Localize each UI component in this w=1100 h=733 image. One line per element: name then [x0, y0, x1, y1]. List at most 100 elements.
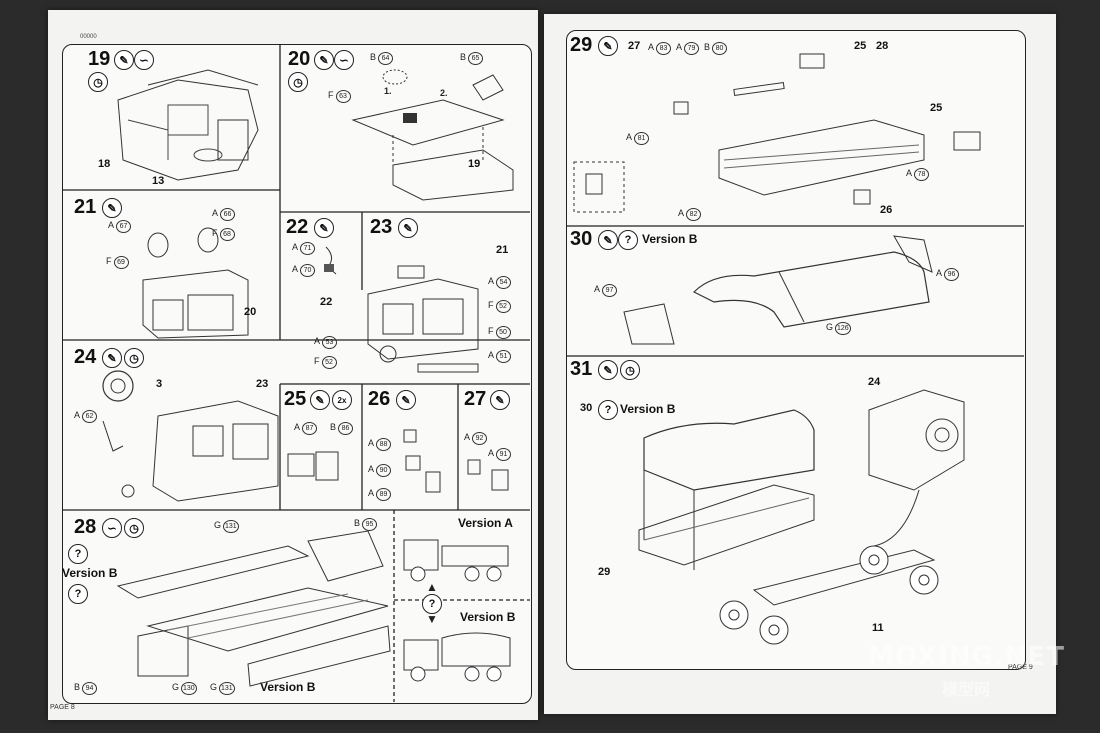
page-code: 00000 — [80, 34, 97, 40]
up-down-arrow-icon: ▼ — [426, 612, 438, 626]
watermark-subtitle: 模型网 — [942, 680, 991, 699]
watermark-logo: MOXING.NET — [868, 642, 1066, 672]
part-20-label: 20 — [244, 306, 257, 318]
part-21-label: 21 — [496, 244, 509, 256]
clock-icon: ◷ — [124, 348, 144, 368]
glue-icon: ✎ — [310, 390, 330, 410]
part-3-label: 3 — [156, 378, 163, 390]
step-29-number: 29 — [570, 34, 593, 56]
version-a-label: Version A — [458, 516, 513, 530]
up-down-arrow-icon: ▲ — [426, 580, 438, 594]
quantity-badge: 2x — [332, 390, 352, 410]
left-steps-frame — [62, 44, 532, 704]
step-26-number: 26 — [368, 388, 391, 410]
step-21-number: 21 — [74, 196, 97, 218]
clock-icon: ◷ — [124, 518, 144, 538]
step-28-truck-bed-drawing — [116, 530, 391, 687]
part-13-label: 13 — [152, 175, 165, 187]
glue-icon: ✎ — [598, 360, 618, 380]
part-25-label: 25 — [930, 102, 943, 114]
question-icon: ? — [68, 584, 88, 604]
glue-icon: ✎ — [102, 198, 122, 218]
step-30-number: 30 — [570, 228, 593, 250]
part-28-label: 28 — [876, 40, 889, 52]
substep-1: 1. — [384, 86, 392, 96]
glue-icon: ✎ — [598, 230, 618, 250]
glue-icon: ✎ — [396, 390, 416, 410]
clock-icon: ◷ — [288, 72, 308, 92]
part-29-label: 29 — [598, 566, 611, 578]
glue-icon: ✎ — [314, 50, 334, 70]
step-23-number: 23 — [370, 216, 393, 238]
step-25-box-drawing — [287, 451, 339, 481]
version-b-label: Version B — [642, 232, 698, 246]
clock-icon: ◷ — [88, 72, 108, 92]
part-19-label: 19 — [468, 158, 481, 170]
glue-icon: ✎ — [102, 348, 122, 368]
version-a-truck-drawing — [403, 539, 509, 582]
version-b-label: Version B — [460, 610, 516, 624]
question-icon: ? — [422, 594, 442, 614]
part-26-label: 26 — [880, 204, 893, 216]
step-24-number: 24 — [74, 346, 97, 368]
step-31-number: 31 — [570, 358, 593, 380]
step-28-number: 28 — [74, 516, 97, 538]
glue-icon: ✎ — [598, 36, 618, 56]
step-25-number: 25 — [284, 388, 307, 410]
part-27-label: 27 — [628, 40, 641, 52]
part-18-label: 18 — [98, 158, 111, 170]
step-29-bed-drawing — [573, 53, 981, 213]
part-25-label: 25 — [854, 40, 867, 52]
paint-icon: ∽ — [334, 50, 354, 70]
part-11-label: 11 — [872, 622, 884, 634]
part-24-label: 24 — [868, 376, 881, 388]
right-grid-lines — [566, 225, 1024, 357]
step-20-roof-drawing — [351, 69, 514, 201]
question-icon: ? — [618, 230, 638, 250]
step-27-part-drawing — [467, 459, 509, 491]
step-31-truck-assembly-drawing — [638, 389, 965, 645]
step-24-cab-drawing — [102, 370, 279, 502]
page-footer: PAGE 8 — [50, 704, 75, 711]
page-footer: PAGE 9 — [1008, 664, 1033, 671]
step-23-cab-drawing — [367, 265, 479, 373]
step-20-number: 20 — [288, 48, 311, 70]
step-19-number: 19 — [88, 48, 111, 70]
version-b-label: Version B — [62, 566, 118, 580]
paint-icon: ∽ — [102, 518, 122, 538]
question-icon: ? — [68, 544, 88, 564]
glue-icon: ✎ — [490, 390, 510, 410]
step-21-cab-drawing — [142, 227, 249, 339]
left-grid-lines — [62, 44, 530, 702]
